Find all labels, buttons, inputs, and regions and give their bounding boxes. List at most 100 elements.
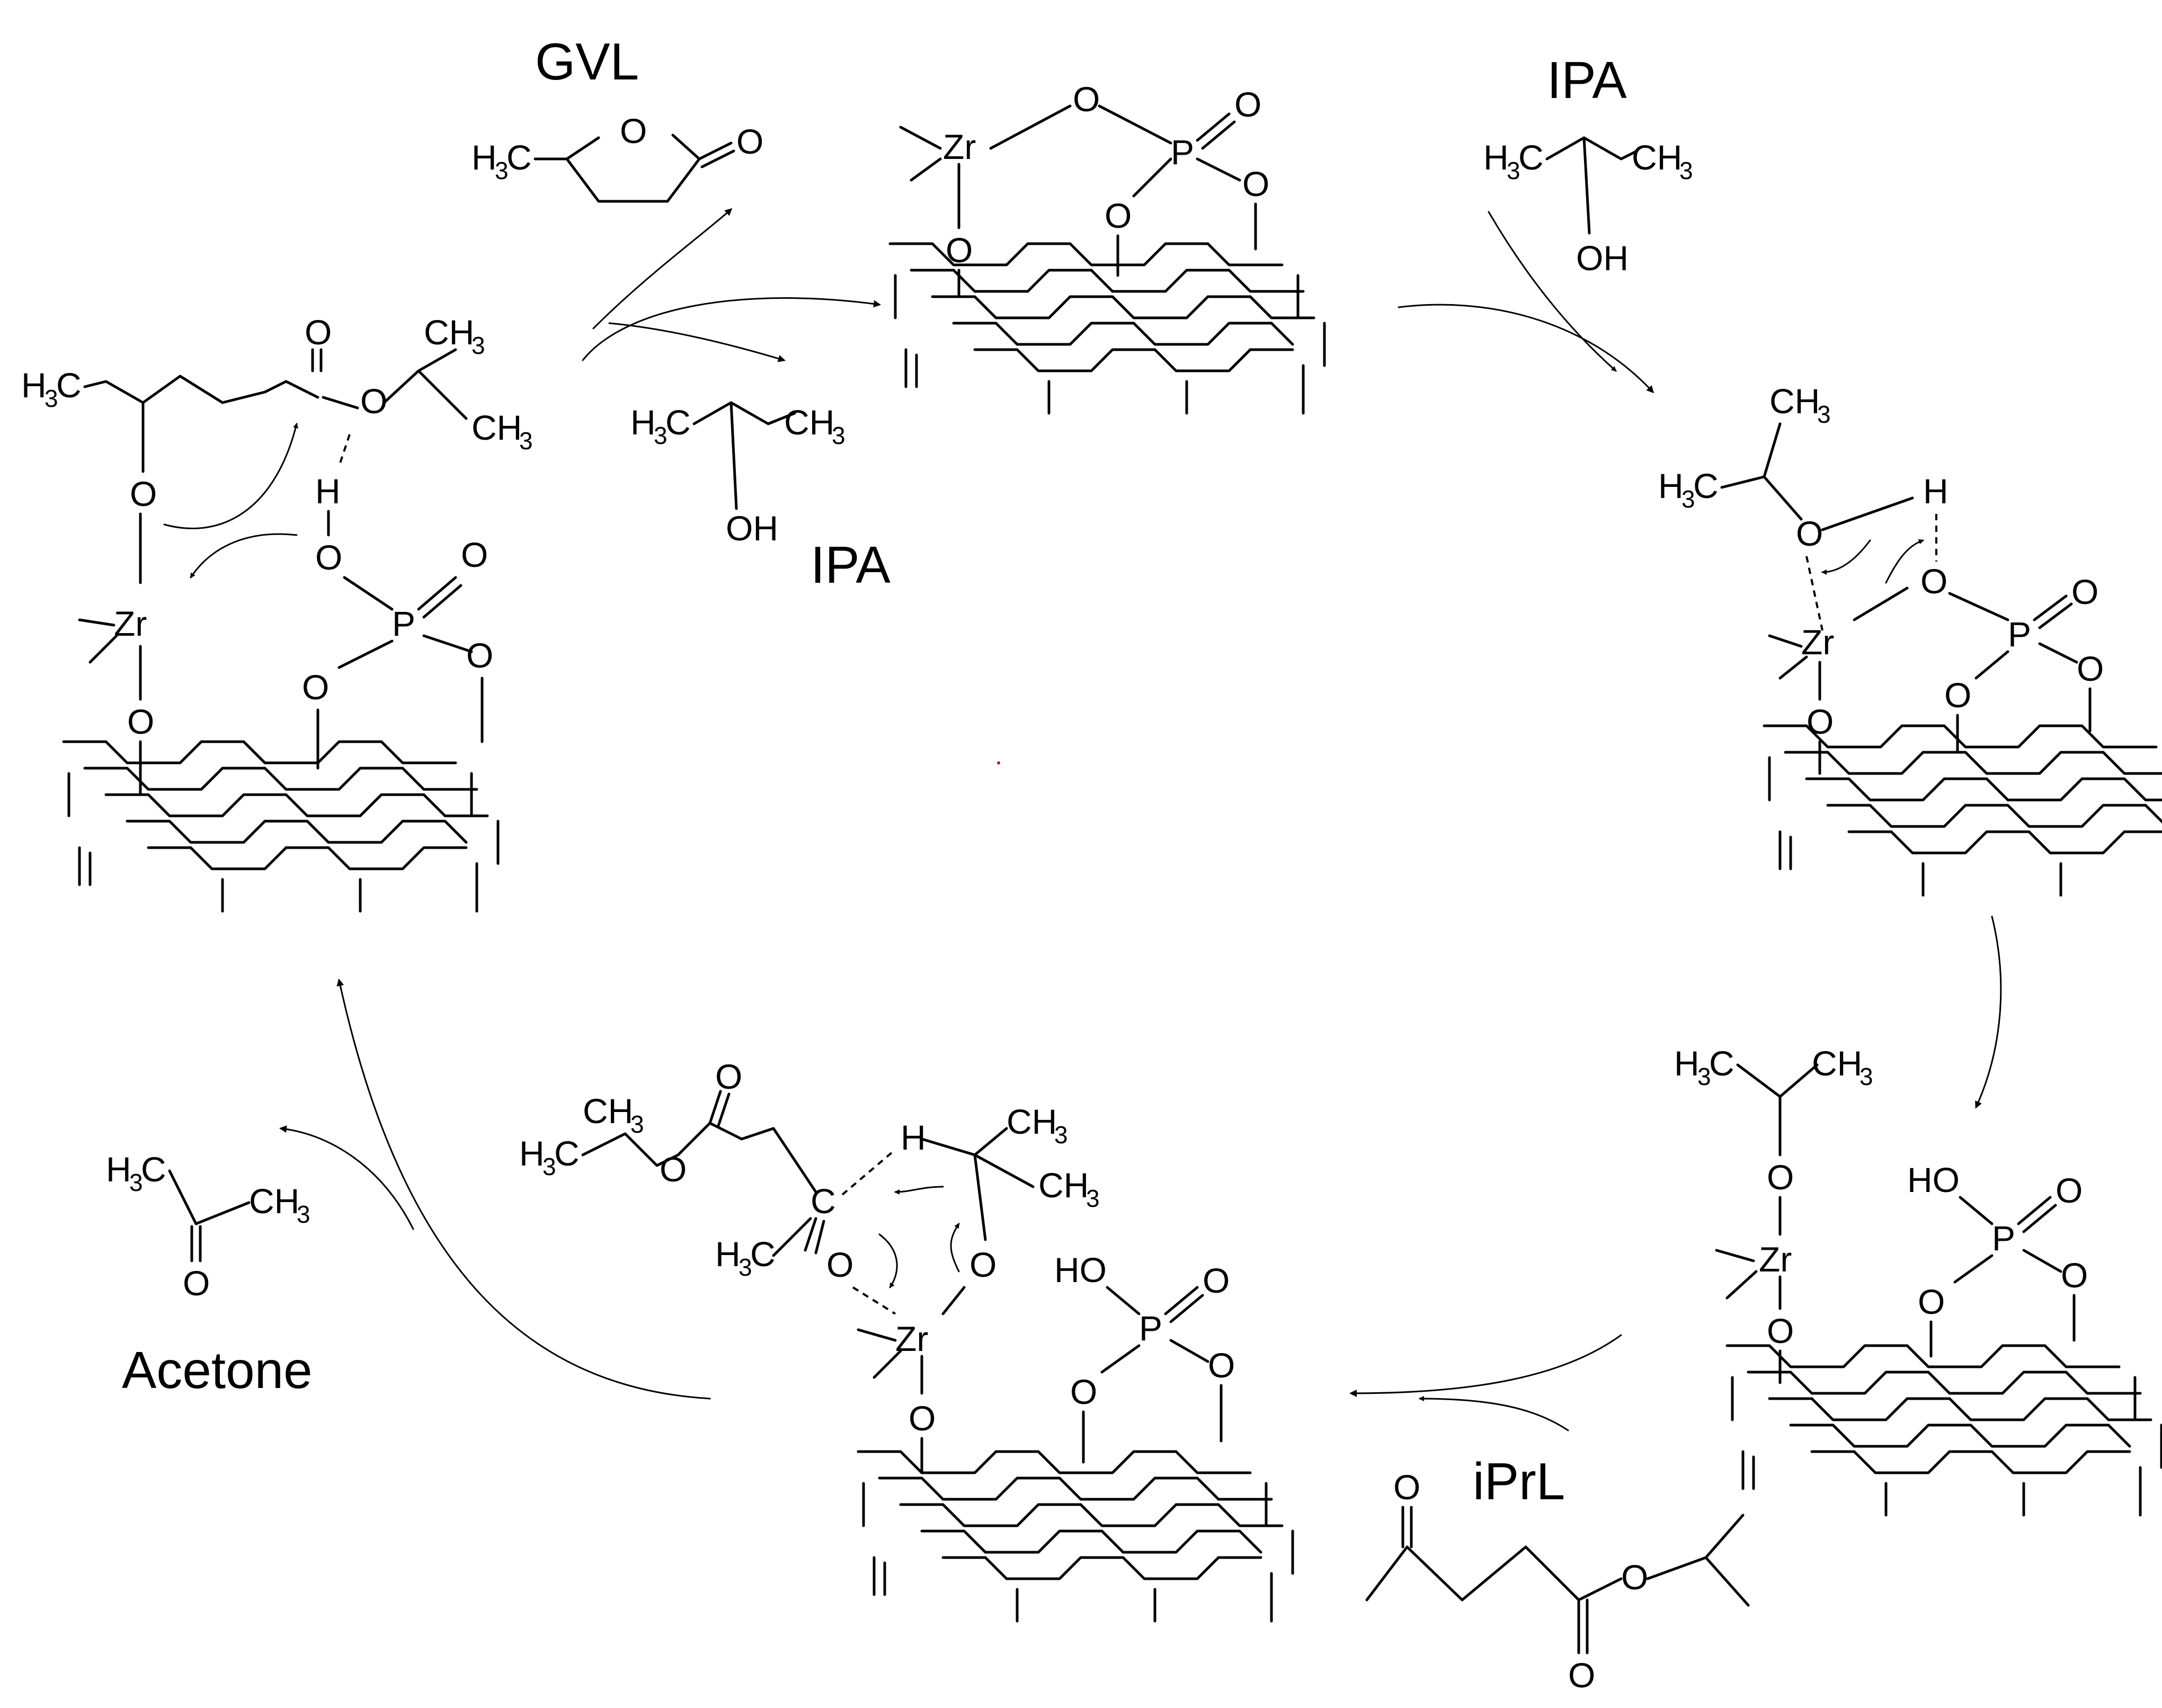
iprl-ester-o: O [1621, 1558, 1648, 1597]
svg-text:H: H [519, 1134, 545, 1173]
svg-text:3: 3 [519, 427, 533, 455]
svg-text:H: H [1483, 138, 1509, 177]
o-zr-top-tl: O [130, 474, 157, 513]
svg-text:H: H [106, 1150, 131, 1189]
svg-text:3: 3 [1507, 157, 1520, 184]
svg-text:CH: CH [1632, 138, 1682, 177]
ipa-h-rt: H [1923, 472, 1949, 511]
isopropoxide-o-rb: O [1767, 1158, 1794, 1197]
svg-text:CH: CH [784, 403, 834, 442]
acetone-label: Acetone [122, 1341, 313, 1399]
structure-right-bottom: H 3 C CH 3 O Zr O HO P O O O [1674, 1044, 2161, 1515]
svg-text:3: 3 [1679, 157, 1693, 184]
ipa-released: H 3 C CH 3 OH IPA [630, 401, 891, 594]
h3c-label-tl: H [21, 366, 47, 405]
p-double-o-top: O [1234, 85, 1261, 124]
phosphorus-tl: P [392, 604, 415, 643]
arrow-ipa-adsorption [1398, 304, 1654, 394]
ipa-released-oh: OH [726, 509, 778, 548]
svg-text:H: H [1658, 466, 1684, 505]
arrow-to-gvl [592, 208, 733, 330]
p-oh-rb: HO [1907, 1160, 1960, 1199]
iprl-ketone-o: O [1393, 1467, 1420, 1507]
ipa-mid-label: IPA [811, 536, 891, 594]
phosphorus-rt: P [2008, 615, 2031, 654]
bridge-o-rt: O [1920, 562, 1947, 601]
p-o-right-rb: O [2061, 1256, 2088, 1295]
zr-rb: Zr [1759, 1240, 1792, 1279]
svg-text:C: C [1709, 1044, 1734, 1083]
ipa-top-oh: OH [1576, 238, 1629, 278]
ipa-top-label: IPA [1547, 51, 1627, 109]
svg-text:3: 3 [630, 1110, 644, 1138]
svg-text:3: 3 [739, 1253, 752, 1281]
acetone-o: O [183, 1264, 210, 1303]
p-o-left-top: O [1105, 196, 1132, 235]
p-oh-bc: HO [1054, 1250, 1107, 1289]
phosphorus-top: P [1171, 132, 1194, 172]
ipa-reactant-top: IPA H 3 C CH 3 OH [1483, 51, 1693, 278]
svg-text:C: C [141, 1150, 166, 1189]
svg-text:3: 3 [495, 157, 509, 184]
p-o-left-bc: O [1070, 1372, 1097, 1411]
ts-ketone-o: O [826, 1245, 853, 1284]
svg-text:C: C [665, 403, 691, 442]
acid-h-tl: H [315, 472, 341, 511]
svg-text:3: 3 [129, 1169, 143, 1196]
svg-text:C: C [56, 366, 82, 405]
gvl-label: GVL [535, 32, 639, 91]
ts-carbon: C [811, 1181, 836, 1221]
p-o-right-top: O [1242, 164, 1269, 203]
arrow-ipa-in [1488, 211, 1617, 372]
p-o-right-bc: O [1208, 1346, 1235, 1385]
phosphorus-rb: P [1992, 1218, 2015, 1258]
zr-o-top: O [946, 230, 973, 270]
svg-text:CH: CH [249, 1181, 299, 1221]
arrow-to-top-catalyst [582, 297, 881, 361]
p-double-o-tl: O [461, 535, 488, 574]
iprl-molecule: iPrL O O O [1365, 1452, 1750, 1695]
p-oh-tl: O [315, 538, 342, 577]
svg-text:H: H [471, 138, 497, 177]
zr-o-rb: O [1767, 1311, 1794, 1350]
ts-ester-carbonyl-o: O [715, 1057, 742, 1096]
p-o-right-rt: O [2077, 649, 2104, 688]
svg-text:CH: CH [1812, 1044, 1862, 1083]
svg-text:3: 3 [1817, 401, 1831, 428]
zr-top: Zr [943, 127, 976, 166]
carbonyl-o-tl: O [305, 313, 332, 352]
svg-text:C: C [750, 1234, 776, 1274]
ts-ester-o: O [660, 1150, 687, 1189]
bridge-o-top: O [1073, 79, 1100, 119]
svg-text:CH: CH [1007, 1102, 1057, 1141]
svg-text:C: C [506, 138, 532, 177]
svg-text:3: 3 [1086, 1185, 1100, 1212]
p-double-o-rb: O [2056, 1171, 2083, 1210]
iprl-label: iPrL [1473, 1452, 1565, 1510]
ts-alkoxide-o: O [969, 1245, 997, 1284]
arrow-iprl-out [1419, 1396, 1569, 1431]
svg-text:3: 3 [45, 385, 58, 412]
svg-text:CH: CH [1038, 1166, 1089, 1205]
svg-text:H: H [1674, 1044, 1700, 1083]
svg-text:C: C [1518, 138, 1544, 177]
svg-text:C: C [1693, 466, 1719, 505]
p-o-left-rb: O [1918, 1282, 1945, 1321]
svg-text:3: 3 [1697, 1063, 1711, 1090]
svg-text:CH: CH [583, 1091, 633, 1131]
svg-text:H: H [630, 403, 656, 442]
svg-text:3: 3 [471, 332, 485, 359]
o-zr-bottom-tl: O [127, 702, 154, 741]
red-speck [997, 761, 1000, 764]
svg-text:3: 3 [1054, 1121, 1068, 1149]
arrow-down-right [1975, 915, 2002, 1109]
structure-top-center: Zr O P O O O O [890, 79, 1324, 413]
zr-tl: Zr [114, 604, 147, 643]
gvl-carbonyl-o: O [736, 122, 763, 161]
ester-o-tl: O [360, 381, 387, 421]
zr-rt: Zr [1801, 622, 1834, 662]
ipa-o-rt: O [1796, 514, 1823, 553]
p-o-left-rt: O [1944, 675, 1971, 715]
